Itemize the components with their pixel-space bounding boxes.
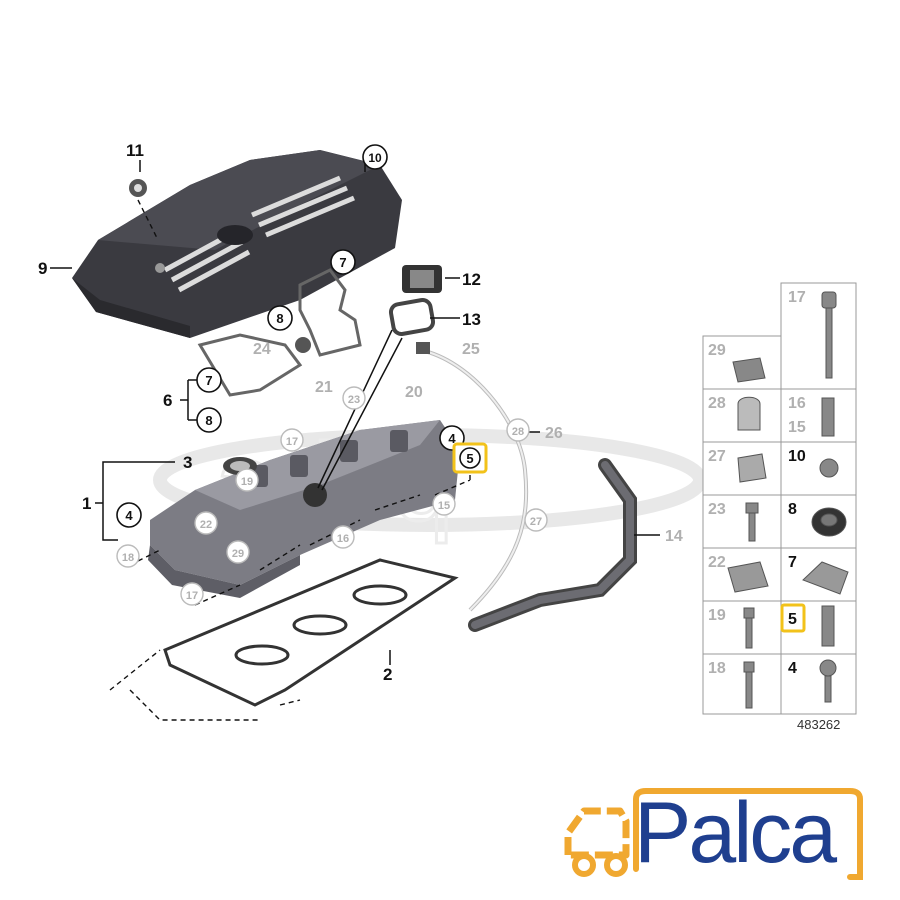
callout-6: 6	[163, 391, 172, 410]
svg-text:4: 4	[125, 508, 133, 523]
table-label-5: 5	[788, 611, 797, 628]
table-label-16: 16	[788, 395, 806, 412]
part-13-seal	[388, 298, 436, 336]
table-label-7: 7	[788, 554, 797, 571]
svg-text:14: 14	[665, 528, 683, 545]
callout-14: 14	[665, 528, 683, 545]
callout-16: 16	[331, 525, 355, 549]
svg-text:17: 17	[286, 436, 298, 448]
callout-22: 22	[194, 511, 218, 535]
svg-text:26: 26	[545, 425, 563, 442]
svg-text:15: 15	[438, 500, 450, 512]
part-25-clip	[416, 342, 430, 354]
table-label-17: 17	[788, 289, 806, 306]
svg-text:7: 7	[339, 255, 346, 270]
svg-text:13: 13	[462, 310, 481, 329]
fastener-table: 17 29 28 16 15 27 10 23 8 22 7 19 5 18 4…	[702, 282, 857, 732]
svg-text:19: 19	[241, 476, 253, 488]
callout-10: 10	[362, 144, 388, 170]
callout-24: 24	[253, 341, 271, 358]
svg-text:9: 9	[38, 259, 47, 278]
svg-text:6: 6	[163, 391, 172, 410]
truck-icon	[564, 788, 863, 880]
table-label-22: 22	[708, 554, 726, 571]
callout-21: 21	[315, 379, 333, 396]
callout-17-bottom: 17	[180, 582, 204, 606]
part-7-bracket	[298, 268, 362, 357]
svg-text:16: 16	[337, 533, 349, 545]
part-14-hose	[468, 458, 637, 632]
callout-13: 13	[462, 310, 481, 329]
brand-logo	[560, 785, 870, 885]
part-11-nut	[129, 179, 159, 241]
callout-7-top: 7	[330, 249, 356, 275]
drawing-number: 483262	[797, 717, 840, 732]
callout-11: 11	[126, 141, 144, 160]
table-label-19: 19	[708, 607, 726, 624]
svg-text:12: 12	[462, 270, 481, 289]
engine-cover	[72, 150, 402, 338]
callout-7-left: 7	[196, 367, 222, 393]
part-12-cap	[402, 265, 442, 293]
brand-name: Palca	[634, 785, 837, 881]
table-highlight-5	[780, 603, 806, 633]
svg-text:18: 18	[122, 552, 134, 564]
svg-text:28: 28	[512, 426, 524, 438]
callout-28: 28	[506, 418, 530, 442]
table-label-27: 27	[708, 448, 726, 465]
group-brackets	[50, 160, 660, 665]
svg-text:10: 10	[368, 151, 382, 165]
callout-25: 25	[462, 341, 480, 358]
svg-text:4: 4	[448, 431, 456, 446]
callout-8-left: 8	[196, 407, 222, 433]
table-label-15: 15	[788, 419, 806, 436]
part-26-hose	[419, 348, 529, 612]
table-label-8: 8	[788, 501, 797, 518]
callout-5-highlight: 5	[452, 442, 488, 474]
svg-text:5: 5	[466, 451, 473, 466]
svg-text:22: 22	[200, 519, 212, 531]
svg-text:27: 27	[530, 516, 542, 528]
table-label-18: 18	[708, 660, 726, 677]
callout-19: 19	[235, 468, 259, 492]
svg-text:8: 8	[276, 311, 283, 326]
callout-29: 29	[226, 540, 250, 564]
callout-1: 1	[82, 494, 91, 513]
table-label-29: 29	[708, 342, 726, 359]
svg-text:2: 2	[383, 665, 392, 684]
callout-20: 20	[405, 384, 423, 401]
callout-27: 27	[524, 508, 548, 532]
callout-9: 9	[38, 259, 47, 278]
svg-text:3: 3	[183, 453, 192, 472]
svg-text:29: 29	[232, 548, 244, 560]
callout-2: 2	[383, 665, 392, 684]
svg-text:1: 1	[82, 494, 91, 513]
callout-12: 12	[462, 270, 481, 289]
svg-text:25: 25	[462, 341, 480, 358]
svg-text:23: 23	[348, 394, 360, 406]
callout-17-top: 17	[280, 428, 304, 452]
svg-text:20: 20	[405, 384, 423, 401]
callout-18: 18	[116, 544, 140, 568]
svg-text:24: 24	[253, 341, 271, 358]
table-label-28: 28	[708, 395, 726, 412]
svg-text:7: 7	[205, 373, 212, 388]
svg-text:17: 17	[186, 590, 198, 602]
callout-8-top: 8	[267, 305, 293, 331]
callout-26: 26	[545, 425, 563, 442]
table-label-23: 23	[708, 501, 726, 518]
part-2-gasket	[163, 558, 459, 707]
callout-3: 3	[183, 453, 192, 472]
table-label-10: 10	[788, 448, 806, 465]
callout-4-left: 4	[116, 502, 142, 528]
callout-23: 23	[342, 386, 366, 410]
callout-15: 15	[432, 492, 456, 516]
table-label-4: 4	[788, 660, 797, 677]
svg-text:8: 8	[205, 413, 212, 428]
svg-text:21: 21	[315, 379, 333, 396]
svg-text:11: 11	[126, 141, 144, 160]
